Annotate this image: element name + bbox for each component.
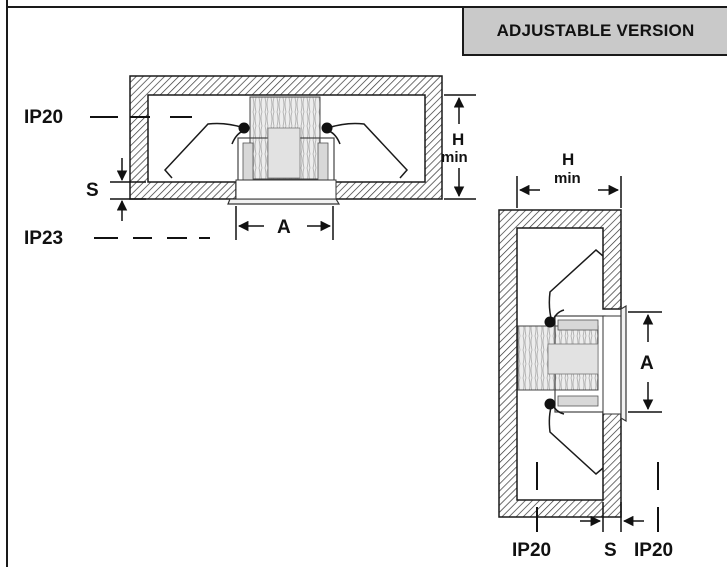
ceiling-ip-bottom-label: IP23 xyxy=(24,228,63,249)
wall-ip-left-label: IP20 xyxy=(512,540,551,561)
wall-installation-view: H min A IP20 S IP20 xyxy=(498,150,673,561)
wall-clip-pivot-top xyxy=(544,316,556,328)
wall-a-dimension xyxy=(628,311,662,413)
frame-top-border xyxy=(6,6,727,8)
ceiling-h-label: H xyxy=(452,130,464,149)
ceiling-h-min-label: min xyxy=(441,149,468,166)
ceiling-h-dimension xyxy=(444,94,476,200)
ceiling-s-dimension xyxy=(110,158,146,221)
wall-h-label: H xyxy=(562,150,574,169)
version-badge: ADJUSTABLE VERSION xyxy=(462,8,727,56)
ceiling-a-dimension xyxy=(235,206,334,240)
ceiling-ip-top-label: IP20 xyxy=(24,107,63,128)
wall-s-dimension xyxy=(580,502,644,532)
wall-ip-guides xyxy=(536,462,659,532)
wall-h-min-label: min xyxy=(554,170,581,187)
ceiling-ip-guides xyxy=(90,116,210,239)
ceiling-installation-view: IP20 IP23 S A H min xyxy=(24,75,476,249)
frame-left-border xyxy=(6,0,8,567)
wall-h-dimension xyxy=(516,176,622,208)
wall-s-label: S xyxy=(604,540,617,561)
ceiling-a-label: A xyxy=(277,217,291,238)
clip-pivot-right xyxy=(321,122,333,134)
ceiling-lamp-body xyxy=(227,96,341,205)
clip-pivot-left xyxy=(238,122,250,134)
wall-lamp-body xyxy=(517,304,627,423)
wall-a-label: A xyxy=(640,353,654,374)
wall-ip-right-label: IP20 xyxy=(634,540,673,561)
ceiling-s-label: S xyxy=(86,180,99,201)
version-label: ADJUSTABLE VERSION xyxy=(496,21,695,40)
wall-clip-pivot-bottom xyxy=(544,398,556,410)
